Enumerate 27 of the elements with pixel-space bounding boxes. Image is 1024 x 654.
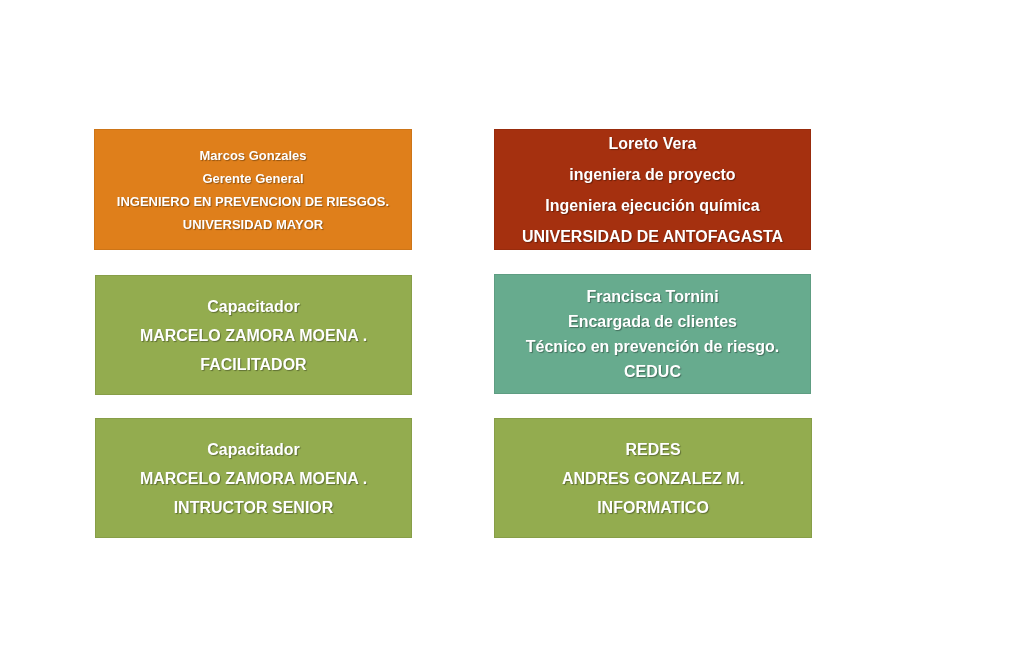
card-text-line: INGENIERO EN PREVENCION DE RIESGOS.	[116, 192, 390, 211]
card-text-line: Técnico en prevención de riesgo.	[525, 337, 780, 357]
card-heading: Marcos Gonzales	[199, 146, 307, 165]
card-heading: Capacitador	[207, 296, 300, 317]
card-text-line: MARCELO ZAMORA MOENA .	[139, 325, 368, 346]
info-card	[494, 129, 811, 250]
card-text-line: ingeniera de proyecto	[569, 164, 736, 185]
info-card	[494, 418, 812, 538]
card-text-line: FACILITADOR	[200, 354, 307, 375]
card-text-line: Gerente General	[202, 169, 304, 188]
info-card	[494, 274, 811, 394]
card-heading: REDES	[625, 439, 681, 460]
card-text-line: INFORMATICO	[597, 497, 709, 518]
info-card	[95, 275, 412, 395]
card-text-line: Ingeniera ejecución química	[545, 195, 760, 216]
card-text-line: UNIVERSIDAD DE ANTOFAGASTA	[521, 226, 784, 247]
card-text-line: Encargada de clientes	[568, 312, 737, 332]
card-heading: Capacitador	[207, 439, 300, 460]
info-card	[95, 418, 412, 538]
card-text-line: CEDUC	[624, 362, 681, 382]
card-heading: Francisca Tornini	[586, 287, 719, 307]
card-heading: Loreto Vera	[608, 133, 697, 154]
card-text-line: UNIVERSIDAD MAYOR	[182, 215, 324, 234]
info-card	[94, 129, 412, 250]
card-text-line: INTRUCTOR SENIOR	[173, 497, 334, 518]
card-text-line: ANDRES GONZALEZ M.	[561, 468, 745, 489]
card-text-line: MARCELO ZAMORA MOENA .	[139, 468, 368, 489]
